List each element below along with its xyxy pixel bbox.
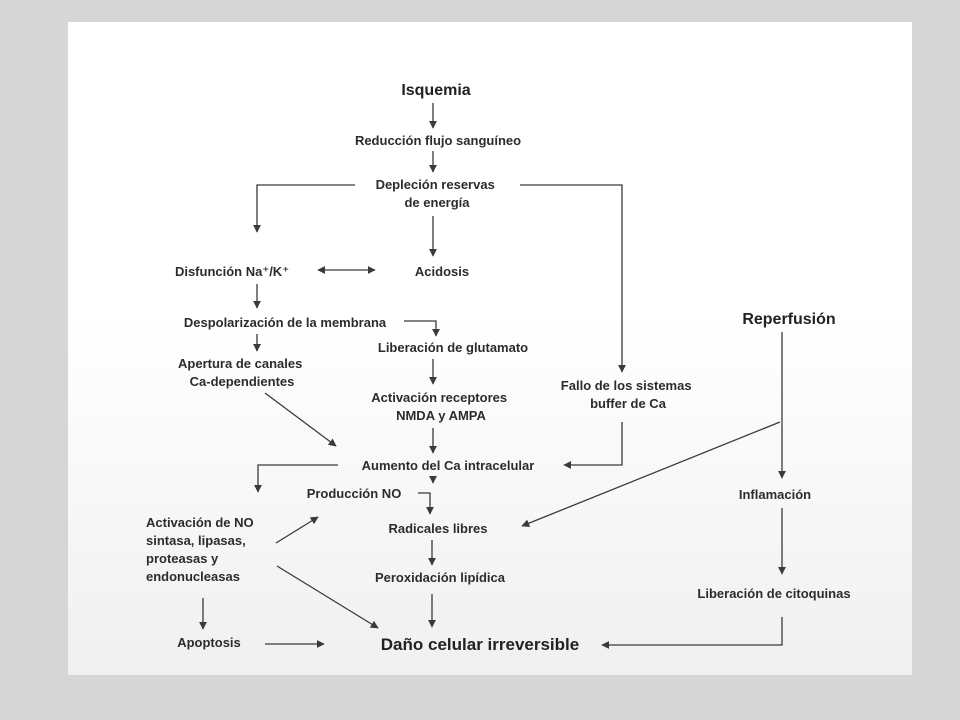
node-dano: Daño celular irreversible bbox=[381, 635, 579, 654]
node-produccion-no: Producción NO bbox=[307, 486, 402, 501]
node-activacion-no: Activación de NO sintasa, lipasas, prote… bbox=[146, 515, 257, 584]
diagram-panel: Isquemia Reducción flujo sanguíneo Deple… bbox=[68, 22, 912, 675]
node-peroxidacion: Peroxidación lipídica bbox=[375, 570, 506, 585]
edge-despolarizacion-glutamato bbox=[404, 320, 440, 337]
node-activacion-receptores: Activación receptores NMDA y AMPA bbox=[371, 390, 510, 423]
node-liberacion-glutamato: Liberación de glutamato bbox=[378, 340, 528, 355]
node-acidosis: Acidosis bbox=[415, 264, 469, 279]
edge-deplecion-fallo bbox=[520, 184, 626, 373]
node-reperfusion: Reperfusión bbox=[742, 311, 835, 328]
node-apoptosis: Apoptosis bbox=[177, 635, 241, 650]
edge-apertura-aumento bbox=[264, 392, 337, 447]
node-reduccion: Reducción flujo sanguíneo bbox=[355, 133, 521, 148]
node-radicales: Radicales libres bbox=[389, 521, 488, 536]
edge-fallo-aumento bbox=[563, 422, 623, 469]
node-inflamacion: Inflamación bbox=[739, 487, 811, 502]
edge-deplecion-disfuncion bbox=[253, 184, 355, 233]
node-deplecion: Depleción reservas de energía bbox=[376, 177, 499, 210]
edge-activacion-produccion-no bbox=[275, 516, 319, 544]
node-despolarizacion: Despolarización de la membrana bbox=[184, 315, 387, 330]
node-apertura: Apertura de canales Ca-dependientes bbox=[178, 356, 306, 389]
edge-activacion-dano bbox=[276, 565, 379, 629]
edge-produccion-radicales bbox=[418, 492, 434, 515]
node-fallo: Fallo de los sistemas buffer de Ca bbox=[561, 378, 695, 411]
node-liberacion-citoquinas: Liberación de citoquinas bbox=[697, 586, 850, 601]
edge-aumento-activacion-no bbox=[254, 464, 338, 493]
edge-reperfusion-radicales bbox=[521, 421, 781, 528]
node-isquemia: Isquemia bbox=[401, 82, 470, 99]
node-disfuncion: Disfunción Na⁺/K⁺ bbox=[175, 264, 289, 279]
edge-citoquinas-dano bbox=[601, 617, 783, 649]
node-aumento: Aumento del Ca intracelular bbox=[362, 458, 535, 473]
flow-diagram: Isquemia Reducción flujo sanguíneo Deple… bbox=[146, 82, 851, 654]
